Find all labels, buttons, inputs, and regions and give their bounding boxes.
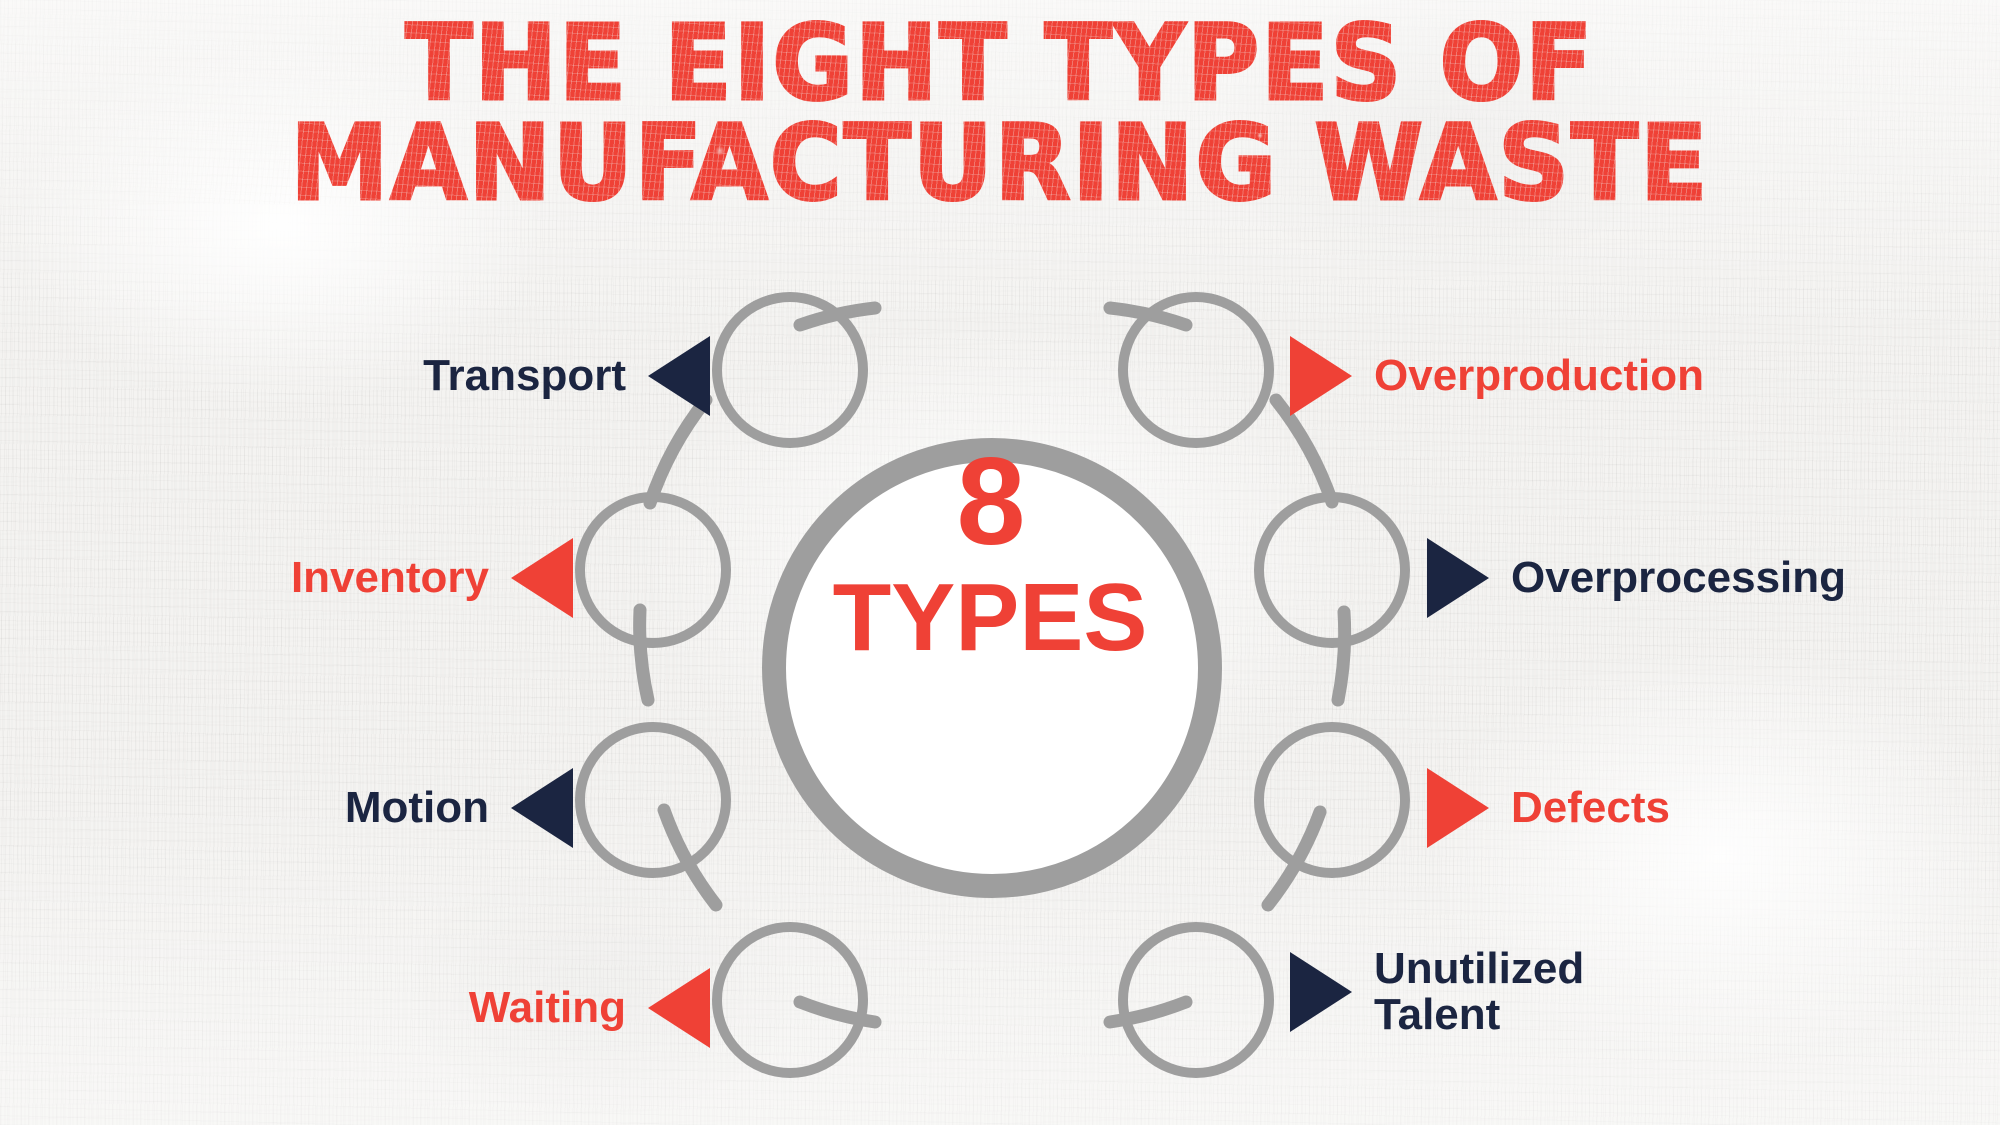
node-circle-overproduction <box>1118 292 1274 448</box>
label-overproduction-text: Overproduction <box>1374 350 1705 400</box>
center-ring <box>762 438 1222 898</box>
label-overprocessing[interactable]: Overprocessing <box>1427 538 2000 618</box>
page-title: THE EIGHT TYPES OF MANUFACTURING WASTE <box>0 2 2000 224</box>
node-circle-unutilized-talent <box>1118 922 1274 1078</box>
label-defects-text: Defects <box>1511 782 1670 832</box>
label-waiting[interactable]: Waiting <box>250 968 710 1048</box>
arc-segment-2 <box>633 603 655 707</box>
triangle-right-icon <box>1427 538 1489 618</box>
arc-segment-5 <box>1331 605 1352 707</box>
label-inventory[interactable]: Inventory <box>113 538 573 618</box>
triangle-left-icon <box>511 538 573 618</box>
label-defects[interactable]: Defects <box>1427 768 2000 848</box>
label-overprocessing-text: Overprocessing <box>1511 552 1847 602</box>
node-circle-inventory <box>575 492 731 648</box>
label-motion[interactable]: Motion <box>113 768 573 848</box>
triangle-left-icon <box>511 768 573 848</box>
label-overproduction[interactable]: Overproduction <box>1290 336 1930 416</box>
title-line-2: MANUFACTURING WASTE <box>289 101 1710 224</box>
label-transport[interactable]: Transport <box>250 336 710 416</box>
triangle-right-icon <box>1290 952 1352 1033</box>
title-line-1: THE EIGHT TYPES OF <box>404 2 1595 124</box>
triangle-right-icon <box>1427 768 1489 848</box>
triangle-left-icon <box>648 336 710 416</box>
label-motion-text: Motion <box>344 782 489 832</box>
triangle-left-icon <box>648 968 710 1048</box>
node-circle-transport <box>712 292 868 448</box>
node-circle-motion <box>575 722 731 878</box>
label-transport-text: Transport <box>423 350 626 400</box>
triangle-right-icon <box>1290 336 1352 416</box>
label-unutilized-talent-text: Unutilized Talent <box>1374 944 1585 1040</box>
node-circle-waiting <box>712 922 868 1078</box>
node-circle-overprocessing <box>1254 492 1410 648</box>
label-inventory-text: Inventory <box>290 552 489 602</box>
node-circle-defects <box>1254 722 1410 878</box>
label-waiting-text: Waiting <box>468 982 626 1032</box>
label-unutilized-talent[interactable]: Unutilized Talent <box>1290 944 1930 1040</box>
